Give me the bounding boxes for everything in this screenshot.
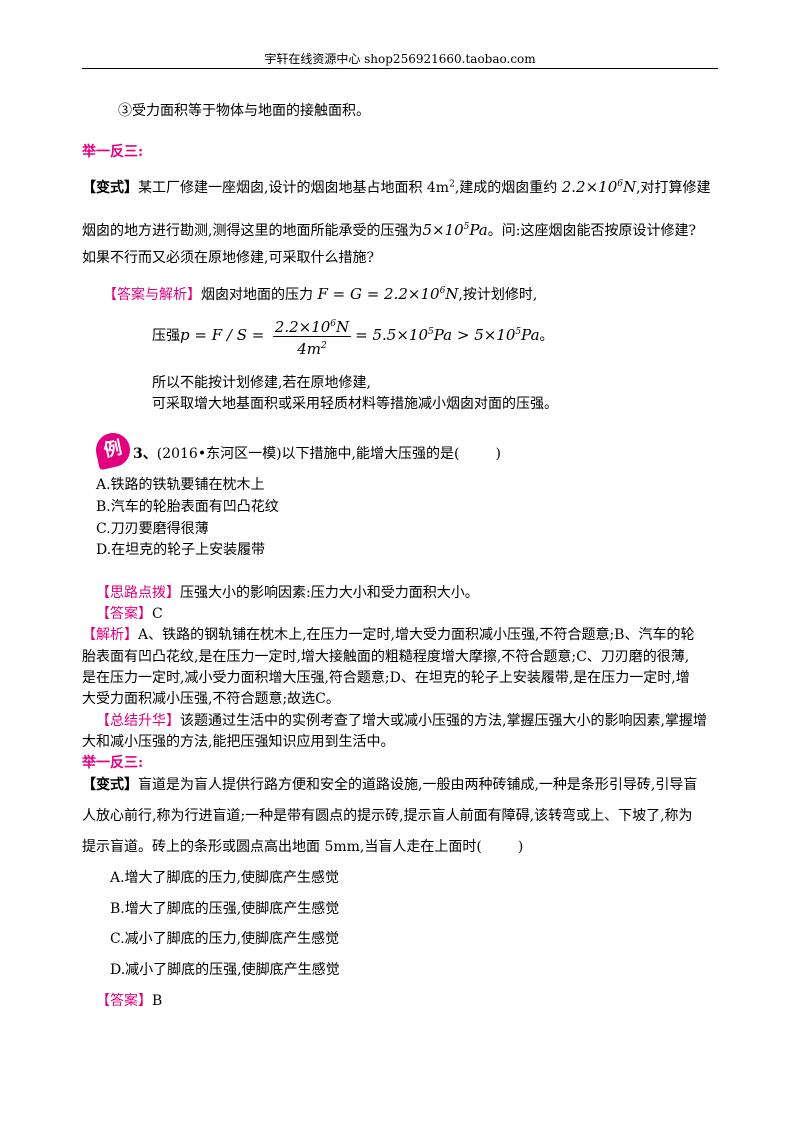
pressure-calculation: 压强p = F / S = 2.2×106N 4m2 = 5.5×105Pa >… bbox=[152, 314, 554, 358]
analysis-line-3: 是在压力一定时,减小受力面积增大压强,符合题意;D、在坦克的轮子上安装履带,是在… bbox=[82, 670, 690, 686]
variant-1-line-2: 烟囱的地方进行勘测,测得这里的地面所能承受的压强为5×105Pa。问:这座烟囱能… bbox=[82, 221, 696, 239]
variant-answer: 【答案】B bbox=[96, 993, 163, 1009]
variant-2-line-1: 【变式】盲道是为盲人提供行路方便和安全的道路设施,一般由两种砖铺成,一种是条形引… bbox=[82, 777, 698, 793]
variant-option-d: D.减小了脚底的压强,使脚底产生感觉 bbox=[110, 962, 340, 978]
section-heading-2: 举一反三: bbox=[82, 755, 144, 771]
example-3-question: 3、(2016•东河区一模)以下措施中,能增大压强的是() bbox=[133, 446, 501, 462]
section-heading-1: 举一反三: bbox=[82, 144, 144, 160]
option-a: A.铁路的铁轨要铺在枕木上 bbox=[96, 477, 265, 493]
variant-1-line-1: 【变式】某工厂修建一座烟囱,设计的烟囱地基占地面积 4m2,建成的烟囱重约 2.… bbox=[82, 178, 711, 196]
force-formula: F = G = 2.2×106N bbox=[317, 285, 459, 303]
answer-1-line-1: 【答案与解析】烟囱对地面的压力 F = G = 2.2×106N,按计划修时, bbox=[103, 285, 538, 303]
variant-2-line-3: 提示盲道。砖上的条形或圆点高出地面 5mm,当盲人走在上面时() bbox=[82, 839, 524, 855]
point-3: ③受力面积等于物体与地面的接触面积。 bbox=[118, 103, 370, 119]
pressure-formula: 5×105Pa bbox=[422, 221, 488, 239]
option-b: B.汽车的轮胎表面有凹凸花纹 bbox=[96, 499, 279, 515]
option-c: C.刀刃要磨得很薄 bbox=[96, 521, 209, 537]
variant-option-b: B.增大了脚底的压强,使脚底产生感觉 bbox=[110, 901, 340, 917]
analysis-line-1: 【解析】A、铁路的钢轨铺在枕木上,在压力一定时,增大受力面积减小压强,不符合题意… bbox=[82, 627, 695, 643]
variant-1-line-3: 如果不行而又必须在原地修建,可采取什么措施? bbox=[82, 250, 374, 266]
summary-line-2: 大和减小压强的方法,能把压强知识应用到生活中。 bbox=[82, 734, 395, 750]
example-badge-icon: 例 bbox=[92, 429, 134, 471]
pressure-fraction: 2.2×106N 4m2 bbox=[272, 315, 352, 358]
page-header: 宇轩在线资源中心 shop256921660.taobao.com bbox=[82, 50, 718, 69]
summary-line-1: 【总结升华】该题通过生活中的实例考查了增大或减小压强的方法,掌握压强大小的影响因… bbox=[96, 713, 707, 729]
option-d: D.在坦克的轮子上安装履带 bbox=[96, 542, 266, 558]
analysis-line-2: 胎表面有凹凸花纹,是在压力一定时,增大接触面的粗糙程度增大摩擦,不符合题意;C、… bbox=[82, 649, 690, 665]
hint-line: 【思路点拨】压强大小的影响因素:压力大小和受力面积大小。 bbox=[96, 585, 479, 601]
variant-option-a: A.增大了脚底的压力,使脚底产生感觉 bbox=[110, 870, 340, 886]
variant-2-line-2: 人放心前行,称为行进盲道;一种是带有圆点的提示砖,提示盲人前面有障碍,该转弯或上… bbox=[82, 808, 693, 824]
answer-line-3: 【答案】C bbox=[96, 606, 163, 622]
conclusion-2: 可采取增大地基面积或采用轻质材料等措施减小烟囱对面的压强。 bbox=[152, 396, 558, 412]
variant-option-c: C.减小了脚底的压力,使脚底产生感觉 bbox=[110, 931, 340, 947]
analysis-line-4: 大受力面积减小压强,不符合题意;故选C。 bbox=[82, 691, 340, 707]
weight-formula: 2.2×106N bbox=[561, 178, 637, 196]
conclusion-1: 所以不能按计划修建,若在原地修建, bbox=[152, 375, 371, 391]
